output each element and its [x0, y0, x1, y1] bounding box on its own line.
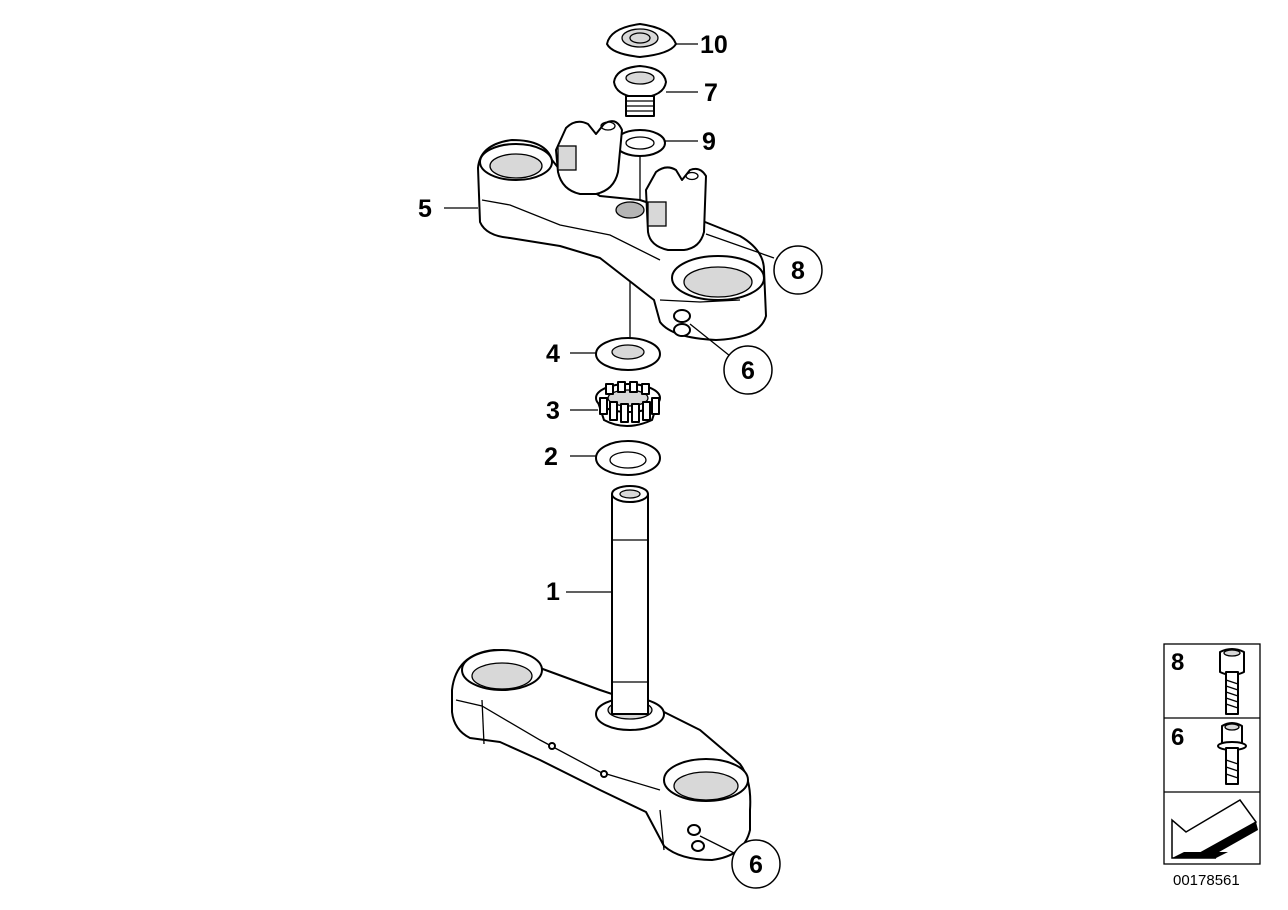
callout-8: 8 — [791, 257, 805, 285]
callout-8-circle — [773, 245, 823, 295]
part-3-roller-bearing — [595, 381, 661, 427]
part-5-upper-triple-clamp — [477, 120, 767, 341]
callout-6b: 6 — [749, 851, 763, 879]
leader-6b — [699, 835, 737, 855]
part-4-bearing-race — [595, 337, 661, 371]
callout-6a-circle — [723, 345, 773, 395]
legend-label-6: 6 — [1171, 724, 1184, 751]
callout-6a: 6 — [741, 357, 755, 385]
arrow-icon — [1171, 799, 1258, 859]
legend-label-8: 8 — [1171, 649, 1184, 676]
callout-3: 3 — [546, 397, 560, 425]
callout-2: 2 — [544, 443, 558, 471]
part-7-bolt — [613, 65, 667, 117]
socket-head-screw-icon — [1219, 648, 1245, 715]
callout-4: 4 — [546, 340, 560, 368]
fastener-legend: 8 6 — [1163, 643, 1261, 865]
callout-10: 10 — [700, 31, 728, 59]
callout-7: 7 — [704, 79, 718, 107]
leader-6a — [689, 323, 731, 357]
flange-screw-icon — [1217, 722, 1247, 785]
part-2-dust-seal — [595, 440, 661, 476]
part-10-cap — [606, 23, 677, 58]
callout-9: 9 — [702, 128, 716, 156]
part-1-lower-triple-clamp — [451, 485, 752, 861]
callout-6b-circle — [731, 839, 781, 889]
callout-5: 5 — [418, 195, 432, 223]
leader-8 — [705, 233, 775, 259]
document-number: 00178561 — [1173, 872, 1240, 889]
callout-1: 1 — [546, 578, 560, 606]
